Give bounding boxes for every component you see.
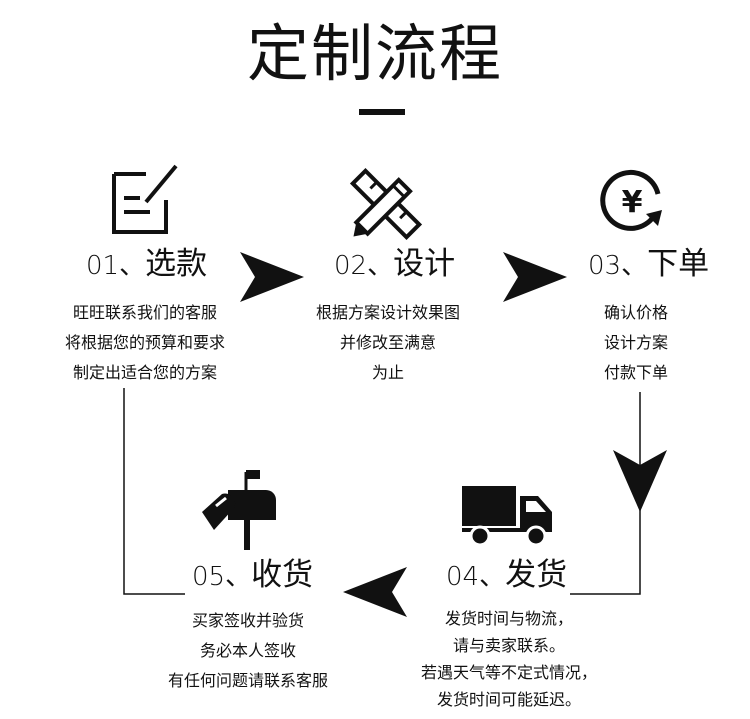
step-03-line: 付款下单 — [603, 363, 668, 382]
step-01-line: 制定出适合您的方案 — [72, 363, 217, 382]
arrow-down — [613, 450, 667, 512]
step-02-description: 根据方案设计效果图 并修改至满意 为止 — [288, 298, 488, 388]
step-05-title: 05、收货 — [192, 555, 313, 597]
step-03-line: 确认价格 — [603, 303, 668, 322]
arrow-left — [343, 567, 407, 617]
step-05-name: 收货 — [251, 557, 314, 593]
step-04-description: 发货时间与物流， 请与卖家联系。 若遇天气等不定式情况， 发货时间可能延迟。 — [404, 605, 614, 713]
step-05-number: 05、 — [192, 562, 252, 592]
step-04-name: 发货 — [505, 557, 568, 593]
step-02-title: 02、设计 — [334, 244, 455, 286]
connector-01-05 — [123, 388, 185, 595]
step-01-line: 将根据您的预算和要求 — [64, 333, 225, 352]
step-02-line: 并修改至满意 — [339, 333, 436, 352]
step-02-name: 设计 — [393, 246, 456, 282]
pencil-ruler-icon — [349, 167, 423, 241]
delivery-truck-icon — [462, 486, 552, 547]
svg-text:¥: ¥ — [622, 185, 643, 220]
step-03-line: 设计方案 — [603, 333, 668, 352]
step-01-number: 01、 — [86, 251, 146, 281]
step-01-title: 01、选款 — [86, 244, 207, 286]
step-05-line: 买家签收并验货 — [191, 611, 304, 630]
step-02-line: 为止 — [371, 363, 404, 382]
page-title: 定制流程 — [246, 17, 503, 90]
connector-03-04 — [570, 392, 641, 595]
step-05-line: 有任何问题请联系客服 — [167, 671, 328, 690]
step-01-description: 旺旺联系我们的客服 将根据您的预算和要求 制定出适合您的方案 — [45, 298, 245, 388]
step-04-title: 04、发货 — [446, 555, 567, 597]
step-03-number: 03、 — [588, 251, 648, 281]
step-04-line: 若遇天气等不定式情况， — [420, 663, 597, 682]
step-05-description: 买家签收并验货 务必本人签收 有任何问题请联系客服 — [148, 606, 348, 696]
title-underline — [359, 109, 405, 115]
step-03-title: 03、下单 — [588, 244, 709, 286]
step-03-name: 下单 — [647, 246, 710, 282]
document-edit-icon — [112, 164, 178, 234]
step-02-line: 根据方案设计效果图 — [315, 303, 460, 322]
step-04-number: 04、 — [446, 562, 506, 592]
step-04-line: 请与卖家联系。 — [452, 636, 565, 655]
step-04-line: 发货时间可能延迟。 — [436, 690, 581, 709]
step-03-description: 确认价格 设计方案 付款下单 — [586, 298, 686, 388]
yen-refresh-icon: ¥ — [600, 169, 662, 231]
step-04-line: 发货时间与物流， — [444, 609, 573, 628]
mailbox-icon — [202, 470, 276, 550]
step-01-name: 选款 — [145, 246, 208, 282]
arrow-right-2 — [503, 252, 567, 302]
step-01-line: 旺旺联系我们的客服 — [72, 303, 217, 322]
step-05-line: 务必本人签收 — [199, 641, 296, 660]
arrow-right-1 — [240, 252, 304, 302]
step-02-number: 02、 — [334, 251, 394, 281]
